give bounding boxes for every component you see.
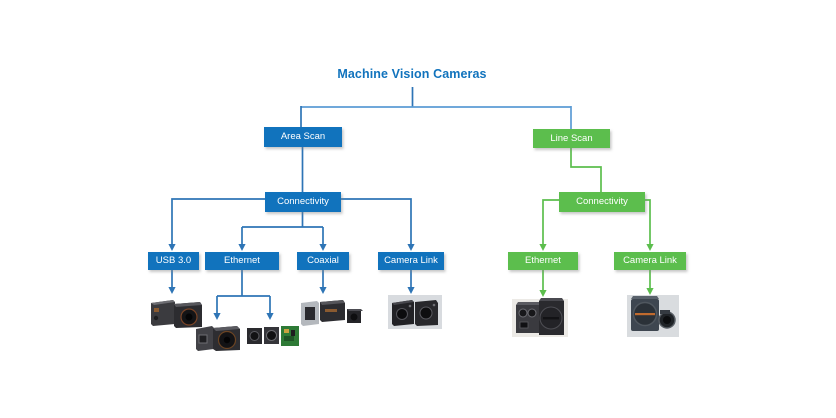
line-to-connectivity-line	[570, 148, 602, 192]
coaxpress-cameras-photo	[299, 296, 365, 335]
to-camera-link-line	[341, 198, 412, 244]
node-usb3: USB 3.0	[148, 252, 199, 270]
node-camera-link-line: Camera Link	[614, 252, 686, 270]
camera-illustration	[196, 326, 240, 351]
node-camera-link-area: Camera Link	[378, 252, 444, 270]
to-usb3-line	[171, 198, 265, 244]
node-connectivity-area: Connectivity	[265, 192, 341, 212]
camera-illustration	[388, 295, 442, 329]
green-arrowheads	[539, 244, 654, 297]
green-fanout-connectors	[542, 199, 651, 290]
to-green-ethernet-line	[542, 199, 559, 244]
camera-illustration	[301, 300, 363, 326]
node-ethernet-line: Ethernet	[508, 252, 578, 270]
top-level-connectors	[300, 87, 602, 192]
ethernet-photo-lines	[216, 270, 271, 313]
node-coaxial: Coaxial	[297, 252, 349, 270]
camera-illustration	[627, 295, 679, 337]
gige-cube-camera-photo	[194, 322, 242, 357]
camera-link-cameras-photo	[388, 295, 442, 334]
node-line-scan: Line Scan	[533, 129, 610, 148]
to-green-camera-link-line	[645, 199, 651, 244]
node-connectivity-line: Connectivity	[559, 192, 645, 212]
usb3-cube-cameras-photo	[148, 295, 206, 334]
to-ethernet-coaxial-lines	[241, 212, 324, 244]
camera-illustration	[512, 298, 568, 337]
gige-line-scan-camera-photo	[512, 297, 568, 344]
camera-illustration	[247, 326, 299, 346]
diagram-title: Machine Vision Cameras	[337, 67, 487, 81]
camera-link-line-scan-camera-photo	[627, 295, 679, 342]
board-level-cameras-photo	[246, 322, 300, 355]
blue-arrowheads	[168, 244, 415, 320]
blue-fanout-connectors	[171, 198, 412, 313]
node-ethernet-area: Ethernet	[205, 252, 279, 270]
node-area-scan: Area Scan	[264, 127, 342, 147]
camera-illustration	[151, 300, 202, 328]
